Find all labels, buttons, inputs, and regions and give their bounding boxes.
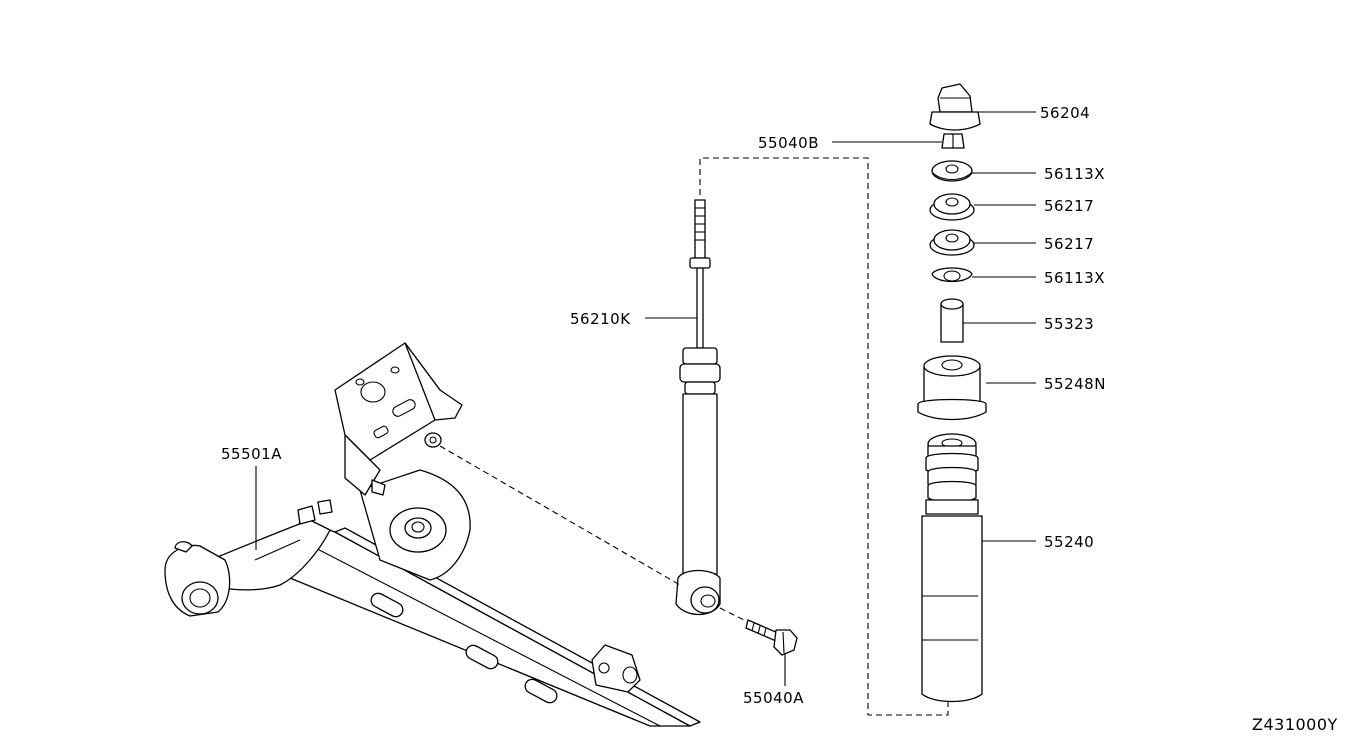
washer-icon xyxy=(931,267,973,283)
bump-stopper-icon xyxy=(921,433,983,703)
washer-icon xyxy=(931,160,973,182)
bolt-icon xyxy=(745,619,798,656)
label-56113x-top: 56113X xyxy=(1044,165,1105,183)
bushing-icon xyxy=(929,229,975,256)
label-56217-bottom: 56217 xyxy=(1044,235,1094,253)
diagram-id: Z431000Y xyxy=(1252,715,1338,734)
label-55248n: 55248N xyxy=(1044,375,1106,393)
shock-absorber-icon xyxy=(675,199,721,616)
bump-cap-icon xyxy=(917,355,987,421)
label-55240: 55240 xyxy=(1044,533,1094,551)
label-55040a: 55040A xyxy=(743,689,804,707)
label-55501a: 55501A xyxy=(221,445,282,463)
label-55323: 55323 xyxy=(1044,315,1094,333)
nut-icon xyxy=(941,133,965,149)
label-55040b: 55040B xyxy=(758,134,819,152)
mount-cap-icon xyxy=(929,83,981,131)
rear-axle-beam-icon xyxy=(164,342,701,727)
label-56113x-bottom: 56113X xyxy=(1044,269,1105,287)
label-56217-top: 56217 xyxy=(1044,197,1094,215)
sleeve-icon xyxy=(940,298,964,343)
bushing-icon xyxy=(929,193,975,221)
label-56204: 56204 xyxy=(1040,104,1090,122)
label-56210k: 56210K xyxy=(570,310,631,328)
